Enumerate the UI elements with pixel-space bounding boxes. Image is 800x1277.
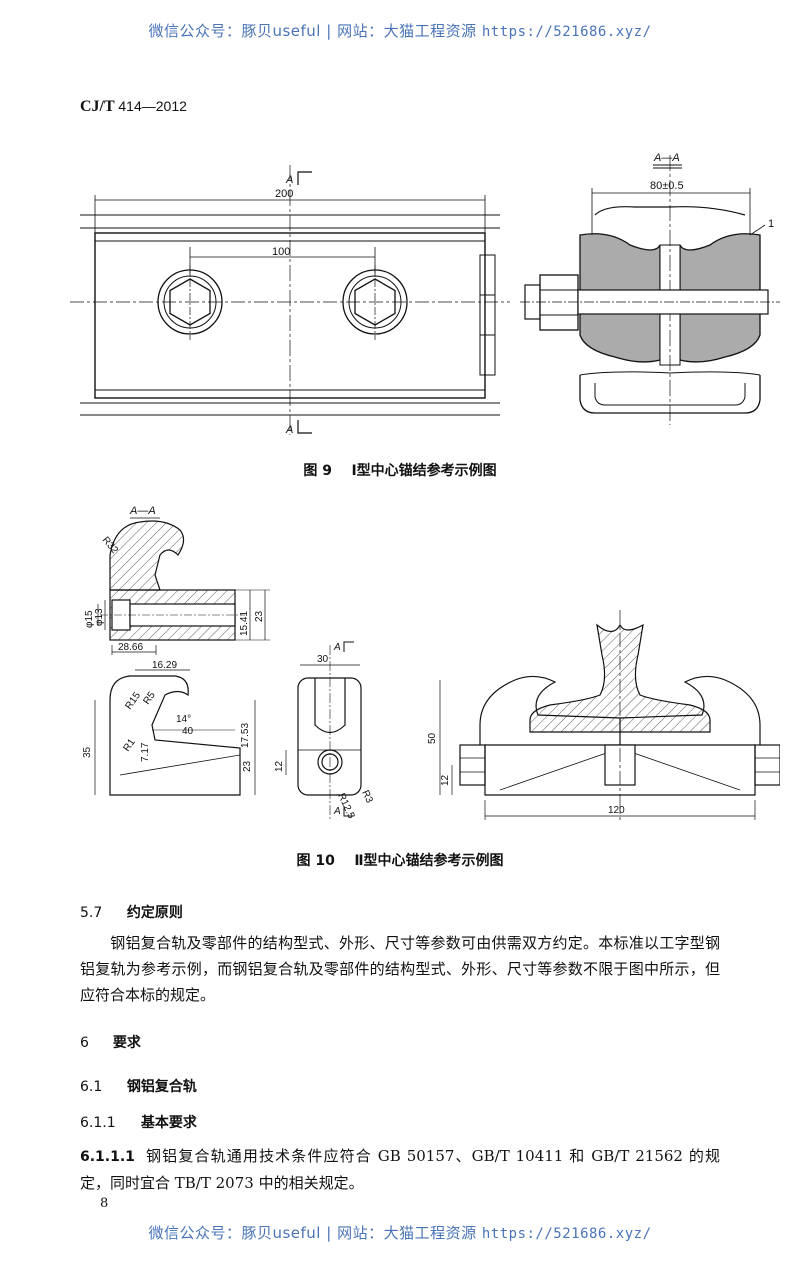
standard-code: CJ/T bbox=[80, 98, 115, 115]
fig10-dim-r15: R15 bbox=[123, 690, 143, 712]
fig10-dim-35: 35 bbox=[82, 746, 93, 758]
fig10-dim-28-66: 28.66 bbox=[118, 642, 143, 653]
section-title: 约定原则 bbox=[126, 905, 183, 921]
top-watermark: 微信公众号：豚贝useful | 网站：大猫工程资源 https://52168… bbox=[0, 20, 800, 41]
fig10-dim-angle-14: 14° bbox=[176, 714, 191, 725]
fig10-dim-7-17: 7.17 bbox=[140, 742, 151, 762]
watermark-text: 微信公众号：豚贝useful | 网站：大猫工程资源 bbox=[148, 1224, 477, 1242]
section-title: 基本要求 bbox=[140, 1115, 197, 1131]
fig9-section-label-bottom: A bbox=[285, 424, 293, 436]
fig10-dim-phi15: φ15 bbox=[84, 610, 95, 628]
clause-text: 钢铝复合轨通用技术条件应符合 GB 50157、GB/T 10411 和 GB/… bbox=[80, 1147, 720, 1192]
fig10-dim-r1: R1 bbox=[121, 737, 138, 754]
fig10-dim-12: 12 bbox=[274, 760, 285, 772]
watermark-url[interactable]: https://521686.xyz/ bbox=[481, 24, 652, 40]
figure-10-caption-text: Ⅱ型中心锚结参考示例图 bbox=[354, 853, 504, 869]
fig10-section-label-top: A bbox=[333, 642, 341, 653]
fig10-section-aa bbox=[97, 517, 270, 655]
fig10-dim-phi13: φ13 bbox=[94, 608, 105, 626]
fig10-dim-23b: 23 bbox=[242, 760, 253, 772]
watermark-url[interactable]: https://521686.xyz/ bbox=[481, 1226, 652, 1242]
fig10-assembly-view bbox=[439, 610, 780, 820]
fig9-part-number: 1 bbox=[768, 218, 774, 230]
fig10-dim-r3: R3 bbox=[359, 789, 375, 806]
section-heading-6-1: 6.1 钢铝复合轨 bbox=[80, 1076, 197, 1096]
fig10-dim-30: 30 bbox=[317, 654, 329, 665]
fig9-section-view bbox=[520, 155, 780, 425]
paragraph-5-7-text: 钢铝复合轨及零部件的结构型式、外形、尺寸等参数可由供需双方约定。本标准以工字型钢… bbox=[80, 934, 720, 1004]
fig9-dim-spacing: 100 bbox=[272, 246, 290, 258]
fig10-dim-12b: 12 bbox=[440, 774, 451, 786]
fig9-plan-view bbox=[70, 165, 510, 435]
watermark-text: 微信公众号：豚贝useful | 网站：大猫工程资源 bbox=[148, 22, 477, 40]
figure-10-caption-num: 图 10 bbox=[296, 853, 335, 869]
clause-number: 6.1.1.1 bbox=[80, 1149, 135, 1165]
figure-9-drawing: 200 100 A A A—A 80±0.5 1 bbox=[70, 152, 780, 436]
page-number: 8 bbox=[100, 1196, 109, 1211]
standard-header: CJ/T 414—2012 bbox=[80, 98, 187, 116]
section-heading-6-1-1: 6.1.1 基本要求 bbox=[80, 1112, 197, 1132]
section-heading-5-7: 5.7 约定原则 bbox=[80, 902, 183, 922]
fig10-dim-r5: R5 bbox=[141, 690, 158, 707]
fig10-dim-120: 120 bbox=[608, 805, 625, 816]
figure-10-caption: 图 10 Ⅱ型中心锚结参考示例图 bbox=[0, 850, 800, 870]
fig9-dim-length: 200 bbox=[275, 188, 293, 200]
fig10-side-profile bbox=[94, 669, 256, 796]
fig10-dim-15-41: 15.41 bbox=[239, 611, 250, 636]
fig9-section-view-title: A—A bbox=[653, 152, 680, 164]
fig10-section-view-title: A—A bbox=[129, 505, 156, 517]
figure-9-caption: 图 9 Ⅰ型中心锚结参考示例图 bbox=[0, 460, 800, 480]
figure-10-drawing: A—A R32 φ15 φ13 28.66 15.41 23 16.29 R15… bbox=[82, 505, 780, 821]
section-heading-6: 6 要求 bbox=[80, 1032, 141, 1052]
bottom-watermark: 微信公众号：豚贝useful | 网站：大猫工程资源 https://52168… bbox=[0, 1222, 800, 1243]
fig10-dim-17-53: 17.53 bbox=[240, 723, 251, 748]
fig10-dim-23: 23 bbox=[254, 610, 265, 622]
fig10-dim-16-29: 16.29 bbox=[152, 660, 177, 671]
figure-9-caption-text: Ⅰ型中心锚结参考示例图 bbox=[351, 463, 497, 479]
section-number: 6 bbox=[80, 1035, 89, 1051]
fig9-section-label-top: A bbox=[285, 174, 293, 186]
figure-9-caption-num: 图 9 bbox=[303, 463, 332, 479]
fig10-dim-40: 40 bbox=[182, 726, 194, 737]
section-number: 5.7 bbox=[80, 905, 103, 921]
section-title: 要求 bbox=[112, 1035, 141, 1051]
fig10-dim-50: 50 bbox=[427, 732, 438, 744]
fig10-section-label-bottom: A bbox=[333, 806, 341, 817]
standard-number: 414—2012 bbox=[118, 98, 187, 114]
section-number: 6.1 bbox=[80, 1079, 103, 1095]
section-number: 6.1.1 bbox=[80, 1115, 116, 1131]
section-title: 钢铝复合轨 bbox=[126, 1079, 197, 1095]
fig10-front-view bbox=[285, 641, 362, 820]
paragraph-5-7: 钢铝复合轨及零部件的结构型式、外形、尺寸等参数可由供需双方约定。本标准以工字型钢… bbox=[80, 930, 720, 1008]
fig9-dim-width: 80±0.5 bbox=[650, 180, 684, 192]
